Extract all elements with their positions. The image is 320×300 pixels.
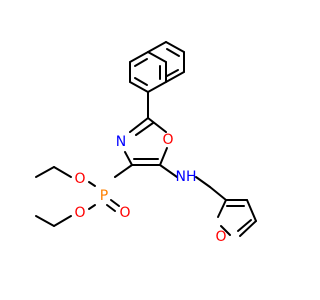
bond [134,77,148,86]
bond [246,199,257,222]
bond [237,219,252,232]
bond [217,199,227,218]
bond [147,51,167,63]
atom-nh-amine: NH [176,169,197,185]
bond [166,48,180,57]
atom-o-furan: O [215,229,226,245]
bond [135,122,154,136]
atom-symbol: P [100,188,108,204]
bond [166,69,179,77]
bond [114,164,133,178]
bond [35,215,55,227]
bond [220,225,231,236]
bond [195,176,211,188]
bond [147,117,167,133]
atom-p: P [100,188,108,204]
atom-symbol: O [215,229,226,245]
bond [129,81,149,93]
atom-o-ester-2: O [74,205,85,221]
bond [239,220,257,237]
bond [53,166,72,178]
bond [147,41,167,53]
bond [147,81,167,93]
bond [88,181,96,187]
bond [159,147,168,166]
bond [165,71,185,83]
bond [110,199,120,207]
atom-symbol: O [74,171,85,187]
atom-symbol: O [162,132,173,148]
atom-symbol: N [116,134,126,150]
atom-o-double: O [119,205,130,221]
bond [35,166,55,178]
molecule-diagram: O N NH P O O O O [35,41,257,245]
atom-symbol: NH [176,169,197,185]
atom-n-oxazole: N [116,134,126,150]
atom-o-ester-1: O [74,171,85,187]
bond [129,117,149,133]
atom-label-layer: O N NH P O O O O [74,132,226,245]
bond [88,204,96,210]
bond-layer [35,41,257,237]
bond [159,164,178,178]
atom-symbol: O [74,205,85,221]
bond [53,215,72,227]
atom-o-oxazole: O [162,132,173,148]
bond [124,151,133,166]
bond [209,186,227,201]
bond [129,51,149,63]
bond [165,41,185,53]
bond [106,204,116,212]
structure-drawing: O N NH P O O O O [35,41,257,245]
atom-symbol: O [119,205,130,221]
bond [134,58,148,67]
